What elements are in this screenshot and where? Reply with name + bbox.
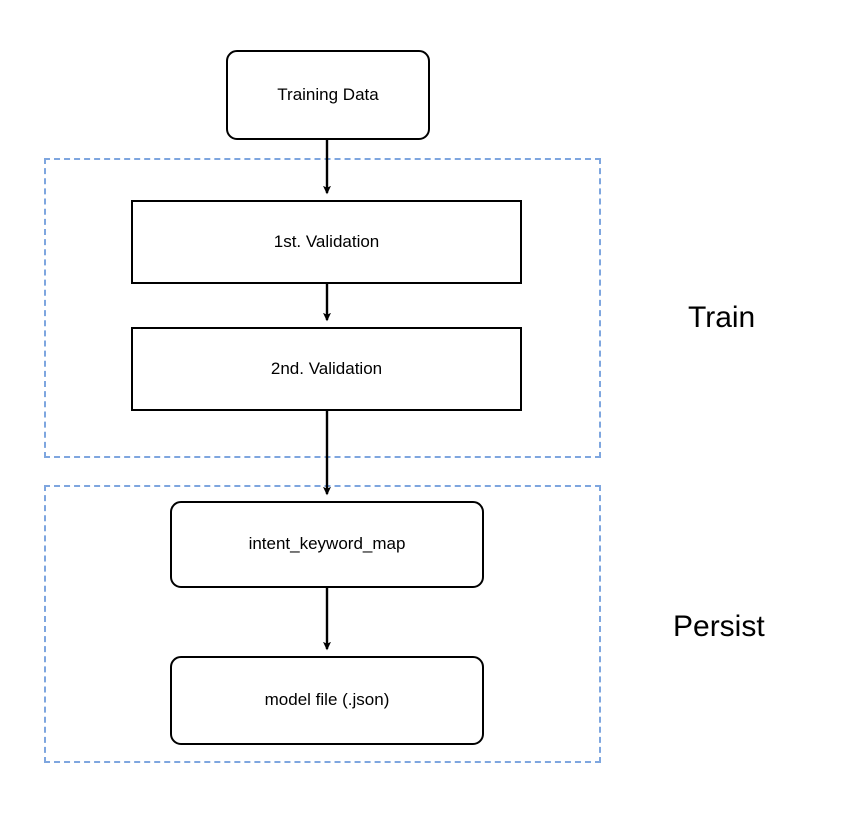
- node-validation-2[interactable]: 2nd. Validation: [131, 327, 522, 411]
- node-validation-1[interactable]: 1st. Validation: [131, 200, 522, 284]
- group-container-train: [44, 158, 601, 458]
- node-intent-keyword-map-label: intent_keyword_map: [248, 534, 406, 554]
- group-label-train: Train: [688, 301, 756, 334]
- node-validation-1-label: 1st. Validation: [273, 231, 380, 251]
- group-label-persist: Persist: [673, 610, 765, 643]
- node-training-data-label: Training Data: [277, 84, 379, 104]
- node-model-file-label: model file (.json): [264, 690, 390, 710]
- node-model-file[interactable]: model file (.json): [170, 656, 484, 745]
- node-validation-2-label: 2nd. Validation: [270, 358, 383, 378]
- node-training-data[interactable]: Training Data: [226, 50, 430, 140]
- group-container-persist: [44, 485, 601, 763]
- node-intent-keyword-map[interactable]: intent_keyword_map: [170, 501, 484, 588]
